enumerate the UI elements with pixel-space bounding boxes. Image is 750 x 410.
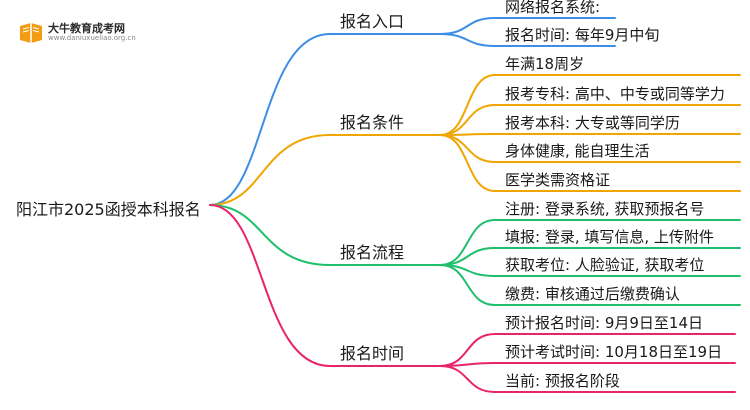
branch-topic: 报名流程 (340, 243, 405, 262)
leaf-topic: 报考专科: 高中、中专或同等学力 (505, 85, 725, 103)
leaf-topic: 身体健康, 能自理生活 (505, 142, 650, 160)
leaf-topic: 年满18周岁 (505, 55, 585, 73)
mindmap-root-topic: 阳江市2025函授本科报名 (16, 200, 201, 219)
site-logo[interactable]: 大牛教育成考网 www.daniuxueliao.org.cn (18, 18, 138, 46)
branch-to-child-connector (439, 104, 496, 136)
logo-url: www.daniuxueliao.org.cn (48, 34, 136, 42)
root-to-branch-connector (209, 134, 331, 206)
leaf-topic: 当前: 预报名阶段 (505, 372, 620, 390)
leaf-topic: 预计报名时间: 9月9日至14日 (505, 314, 703, 332)
leaf-topic: 填报: 登录, 填写信息, 上传附件 (505, 228, 714, 246)
leaf-topic: 获取考位: 人脸验证, 获取考位 (505, 256, 705, 274)
root-to-branch-connector (209, 33, 331, 206)
leaf-topic: 缴费: 审核通过后缴费确认 (505, 285, 680, 303)
book-logo-icon (20, 23, 42, 43)
branch-to-child-connector (439, 134, 496, 192)
branch-to-child-connector (439, 17, 496, 35)
branch-to-child-connector (439, 247, 496, 266)
leaf-topic: 报名时间: 每年9月中旬 (505, 26, 660, 44)
branch-to-child-connector (439, 264, 496, 306)
branch-to-child-connector (439, 74, 496, 136)
leaf-topic: 注册: 登录系统, 获取预报名号 (505, 200, 705, 218)
branch-to-child-connector (439, 219, 496, 266)
branch-to-child-connector (439, 333, 496, 367)
branch-to-child-connector (439, 33, 496, 47)
root-to-branch-connector (209, 204, 331, 266)
branch-topic: 报名时间 (340, 344, 405, 363)
branch-to-child-connector (439, 134, 496, 163)
leaf-topic: 网络报名系统: (505, 0, 601, 16)
branch-topic: 报名入口 (340, 12, 405, 31)
logo-title: 大牛教育成考网 (48, 22, 125, 35)
leaf-topic: 报考本科: 大专或等同学历 (505, 114, 680, 132)
leaf-topic: 医学类需资格证 (505, 171, 611, 189)
branch-to-child-connector (439, 365, 496, 393)
branch-topic: 报名条件 (340, 113, 405, 132)
leaf-topic: 预计考试时间: 10月18日至19日 (505, 343, 723, 361)
root-to-branch-connector (209, 204, 331, 367)
